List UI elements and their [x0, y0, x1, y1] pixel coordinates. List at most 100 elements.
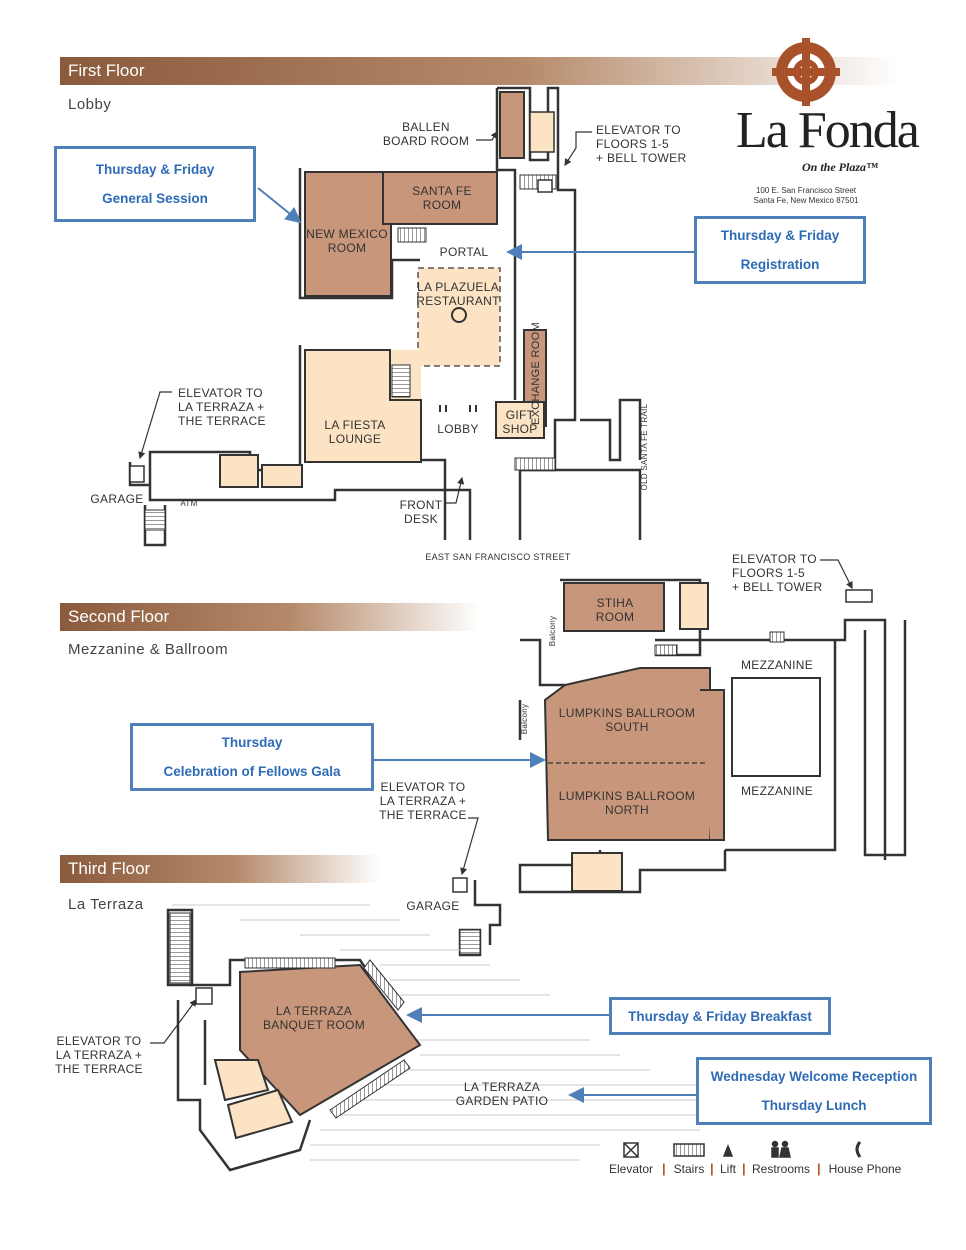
- label-line: FLOORS 1-5: [596, 137, 670, 151]
- third-floor-elevator: [195, 987, 213, 1005]
- santa-fe-room-shape: [382, 171, 498, 225]
- legend-house-phone-icon: [855, 1141, 862, 1158]
- label-line: LA PLAZUELA: [416, 280, 499, 294]
- gift-shop-shape: [495, 401, 545, 439]
- label-line: ELEVATOR TO: [596, 123, 681, 137]
- callout-line: Thursday & Friday Breakfast: [628, 1008, 812, 1024]
- legend-house-phone: House Phone: [828, 1162, 902, 1176]
- callout-line: Celebration of Fellows Gala: [163, 764, 341, 779]
- new-mexico-room-label: NEW MEXICO ROOM: [300, 227, 394, 255]
- label-line: LA TERRAZA: [275, 1004, 353, 1018]
- legend-elevator: Elevator: [608, 1162, 654, 1176]
- label-line: BALLEN: [402, 120, 450, 134]
- mezzanine-atrium-shape: [731, 677, 821, 777]
- label-line: SHOP: [502, 422, 538, 436]
- legend-icons: [623, 1140, 862, 1158]
- brand-address: 100 E. San Francisco Street Santa Fe, Ne…: [738, 186, 874, 206]
- third-floor-header-bar: [60, 855, 380, 883]
- la-fonda-logo-medallion: [772, 38, 840, 106]
- stiha-room-shape: [563, 582, 665, 632]
- legend-restrooms-icon: [771, 1147, 791, 1158]
- second-garage-label: GARAGE: [406, 899, 460, 913]
- second-floor-restroom-top: [679, 582, 709, 630]
- portal-label: PORTAL: [439, 245, 489, 259]
- label-line: LOUNGE: [328, 432, 382, 446]
- second-floor-subtitle: Mezzanine & Ballroom: [68, 641, 229, 658]
- lumpkins-ballroom-south-label: LUMPKINS BALLROOM SOUTH: [556, 706, 698, 734]
- first-floor-subtitle: Lobby: [68, 96, 112, 113]
- callout-line: Thursday & Friday: [720, 228, 840, 243]
- first-garage-label: GARAGE: [90, 492, 144, 506]
- balcony-label-left: Balcony: [520, 703, 529, 735]
- label-line: ROOM: [327, 241, 367, 255]
- second-floor-title: Second Floor: [68, 607, 170, 626]
- address-line-1: 100 E. San Francisco Street: [755, 186, 857, 195]
- label-line: ELEVATOR TO: [56, 1034, 142, 1048]
- label-line: NORTH: [605, 803, 649, 817]
- label-line: NEW MEXICO: [306, 227, 388, 241]
- lobby-label: LOBBY: [437, 422, 479, 436]
- first-floor-stairs-2: [397, 227, 427, 243]
- first-floor-title: First Floor: [68, 61, 145, 80]
- legend-elevator-icon: [623, 1142, 639, 1158]
- balcony-label-top: Balcony: [548, 615, 557, 647]
- label-line: ELEVATOR TO: [732, 552, 817, 566]
- fountain-icon: [451, 307, 467, 323]
- la-terraza-banquet-room-shape: [239, 963, 422, 1117]
- label-line: STIHA: [596, 596, 634, 610]
- first-elevator-bell-tower-label: ELEVATOR TO FLOORS 1-5 + BELL TOWER: [596, 123, 686, 165]
- callout-line: Thursday: [221, 735, 283, 750]
- label-line: BANQUET ROOM: [262, 1018, 366, 1032]
- legend-lift: Lift: [719, 1162, 736, 1176]
- la-fiesta-lounge-label: LA FIESTA LOUNGE: [310, 418, 400, 446]
- street-label: EAST SAN FRANCISCO STREET: [425, 552, 571, 562]
- gift-shop-label: GIFT SHOP: [496, 408, 544, 436]
- callout-line: Thursday Lunch: [761, 1098, 867, 1113]
- label-line: + BELL TOWER: [732, 580, 823, 594]
- la-plazuela-label: LA PLAZUELA RESTAURANT: [410, 280, 506, 308]
- callout-line: Registration: [740, 257, 820, 272]
- ballen-board-room-label: BALLEN BOARD ROOM: [378, 120, 474, 148]
- atm-label: ATM: [180, 499, 198, 508]
- ballen-board-room-shape: [499, 91, 525, 159]
- stiha-room-label: STIHA ROOM: [580, 596, 650, 624]
- label-line: LA FIESTA: [324, 418, 386, 432]
- label-line: ROOM: [422, 198, 462, 212]
- second-elevator-terraza-label: ELEVATOR TO LA TERRAZA + THE TERRACE: [378, 780, 468, 822]
- second-floor-header-bar: [60, 603, 480, 631]
- label-line: ELEVATOR TO: [380, 780, 466, 794]
- third-elevator-terraza-label: ELEVATOR TO LA TERRAZA + THE TERRACE: [52, 1034, 146, 1076]
- brand-name: La Fonda: [736, 102, 920, 159]
- la-terraza-banquet-room-label: LA TERRAZA BANQUET ROOM: [256, 1004, 372, 1032]
- label-line: FLOORS 1-5: [732, 566, 806, 580]
- mezzanine-label-bottom: MEZZANINE: [740, 784, 814, 798]
- label-line: BOARD ROOM: [382, 134, 470, 148]
- old-santa-fe-trail-label: OLD SANTA FE TRAIL: [640, 403, 649, 491]
- second-elevator-bell-tower-label: ELEVATOR TO FLOORS 1-5 + BELL TOWER: [732, 552, 822, 594]
- label-line: LA TERRAZA: [463, 1080, 541, 1094]
- third-floor-stairs: [169, 912, 191, 984]
- third-floor-subtitle: La Terraza: [68, 896, 144, 913]
- la-terraza-garden-patio-label: LA TERRAZA GARDEN PATIO: [448, 1080, 556, 1108]
- third-floor-title: Third Floor: [68, 859, 151, 878]
- callout-general-session: Thursday & Friday General Session: [54, 146, 256, 222]
- first-elevator-terraza-label: ELEVATOR TO LA TERRAZA + THE TERRACE: [178, 386, 266, 428]
- label-line: GARDEN PATIO: [455, 1094, 549, 1108]
- front-desk-label: FRONT DESK: [396, 498, 446, 526]
- label-line: ROOM: [595, 610, 635, 624]
- label-line: THE TERRACE: [379, 808, 467, 822]
- mezzanine-label-top: MEZZANINE: [740, 658, 814, 672]
- address-line-2: Santa Fe, New Mexico 87501: [753, 196, 859, 205]
- callout-breakfast: Thursday & Friday Breakfast: [609, 997, 831, 1035]
- legend-separator: |: [817, 1161, 821, 1176]
- first-floor-stairs-5: [144, 509, 166, 531]
- label-line: LUMPKINS BALLROOM: [558, 706, 696, 720]
- new-mexico-room-shape: [304, 171, 392, 297]
- second-floor-restroom-bottom: [571, 852, 623, 892]
- callout-line: Wednesday Welcome Reception: [710, 1069, 918, 1084]
- callout-line: Thursday & Friday: [95, 162, 215, 177]
- callout-reception: Wednesday Welcome Reception Thursday Lun…: [696, 1057, 932, 1125]
- label-line: + BELL TOWER: [596, 151, 687, 165]
- label-line: LA TERRAZA +: [379, 794, 467, 808]
